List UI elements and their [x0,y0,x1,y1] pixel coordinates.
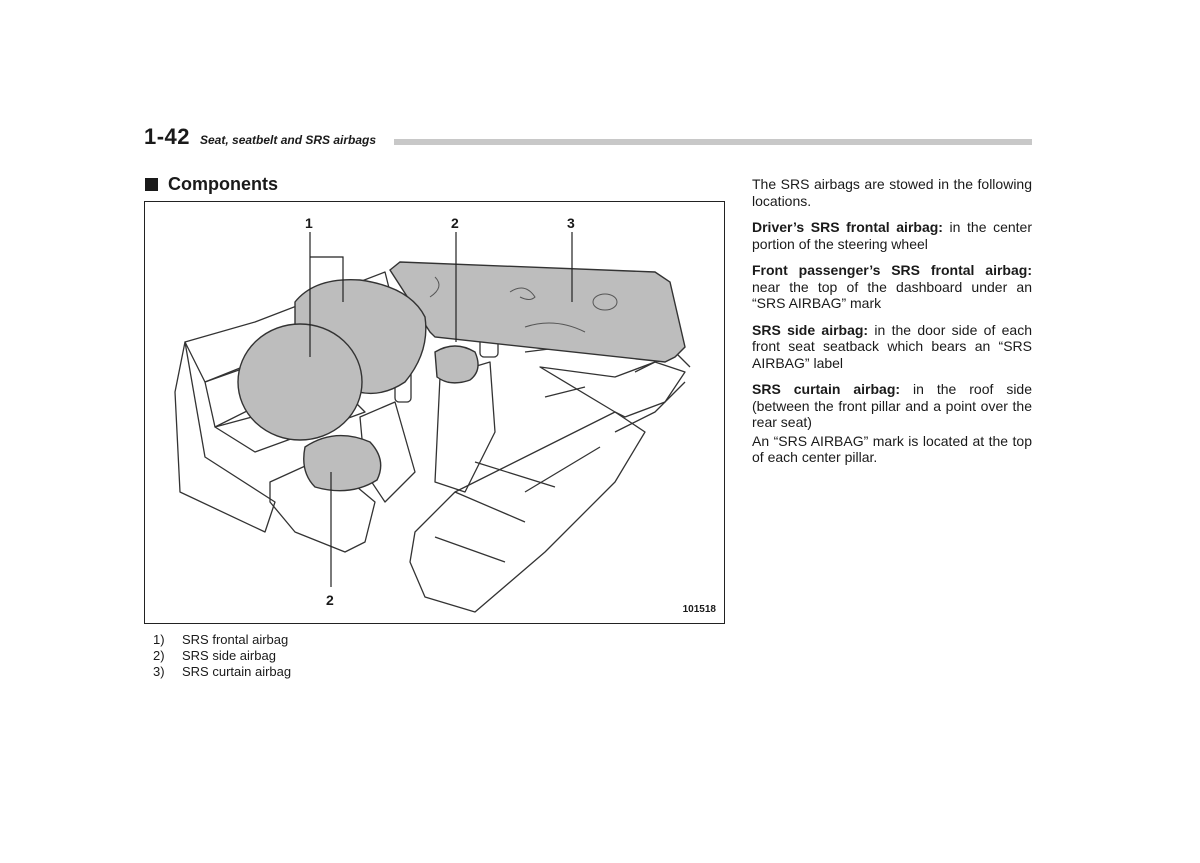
callout-3: 3 [567,215,575,231]
intro-paragraph: The SRS airbags are stowed in the follow… [752,176,1032,209]
page-header: 1-42 Seat, seatbelt and SRS airbags [144,124,1032,154]
legend-item: 1) SRS frontal airbag [153,632,291,648]
closing-paragraph: An “SRS AIRBAG” mark is located at the t… [752,432,1032,466]
legend-number: 1) [153,632,165,647]
driver-side-airbag [303,434,382,492]
components-heading: Components [145,174,278,195]
callout-2-top: 2 [451,215,459,231]
airbag-figure: 1 2 3 2 101518 [144,201,725,624]
item-description: in the center portion of the steering wh… [752,219,1033,252]
callout-1: 1 [305,215,313,231]
door-panel [174,341,276,533]
rear-seat [409,411,646,613]
legend-label: SRS side airbag [182,648,276,663]
airbag-location-item: Driver’s SRS frontal airbag: in the cent… [752,219,1032,252]
item-description: in the door side of each front seat seat… [752,321,1032,371]
item-term: SRS side airbag: [752,321,869,338]
callout-2-bottom: 2 [326,592,334,608]
item-term: Front passenger’s SRS frontal airbag: [752,262,1032,278]
airbag-location-item: SRS curtain airbag: in the roof side (be… [752,381,1032,431]
legend-label: SRS frontal airbag [182,632,289,647]
rear-panel [539,361,686,418]
legend-label: SRS curtain airbag [182,664,292,679]
item-description: near the top of the dashboard under an “… [752,278,1032,312]
leader-line-1b [310,256,344,302]
item-term: Driver’s SRS frontal airbag: [752,219,943,235]
heading-title: Components [168,174,278,194]
figure-code: 101518 [682,604,716,615]
legend-number: 3) [153,664,165,679]
passenger-side-airbag [434,345,479,384]
item-term: SRS curtain airbag: [752,381,901,397]
driver-frontal-airbag [237,323,363,441]
airbag-location-item: SRS side airbag: in the door side of eac… [752,322,1032,372]
body-text: The SRS airbags are stowed in the follow… [752,176,1032,476]
airbag-location-item: Front passenger’s SRS frontal airbag: ne… [752,262,1032,312]
item-description: in the roof side (between the front pill… [752,381,1032,430]
airbag-illustration [174,232,691,613]
legend-number: 2) [153,648,165,663]
legend-item: 2) SRS side airbag [153,648,291,664]
figure-legend: 1) SRS frontal airbag 2) SRS side airbag… [153,632,291,680]
section-title: Seat, seatbelt and SRS airbags [200,133,377,147]
curtain-airbag [389,261,686,363]
heading-square-icon [145,178,158,191]
legend-item: 3) SRS curtain airbag [153,664,291,680]
page-number: 1-42 [144,124,191,149]
passenger-seat [434,361,496,493]
header-rule [394,139,1032,145]
